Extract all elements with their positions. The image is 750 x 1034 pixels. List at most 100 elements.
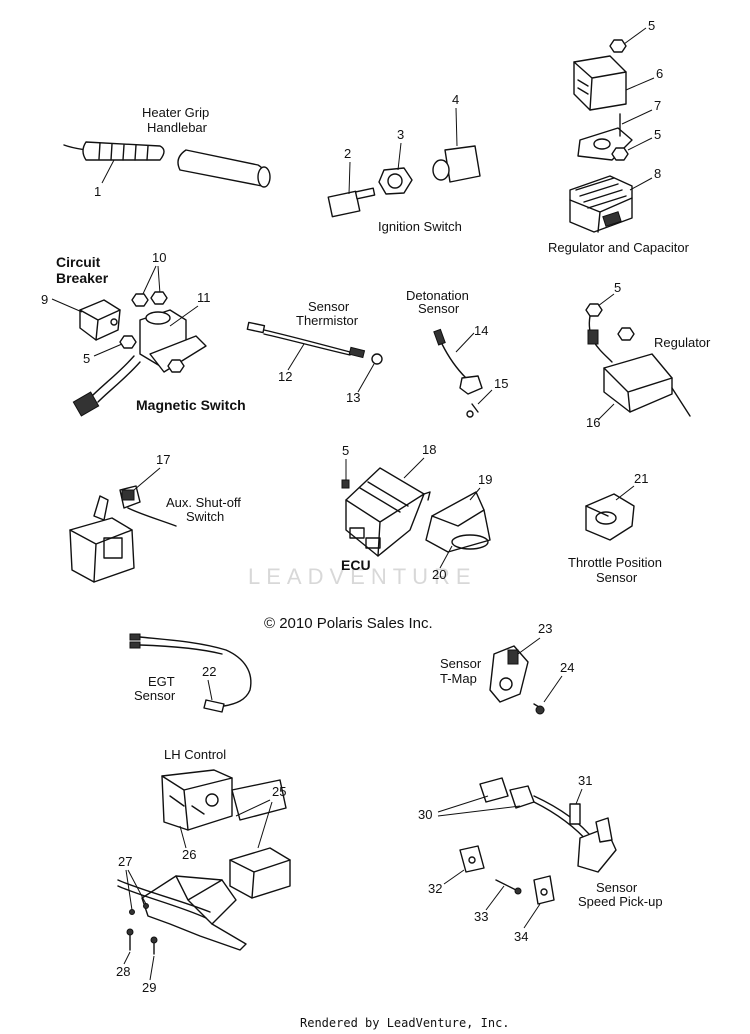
callout-21: 21 [634,471,648,486]
capacitor-part [573,55,627,111]
callout-8: 8 [654,166,661,181]
leader-line [437,795,489,813]
leader-line [397,142,402,171]
tmap-label-1: Sensor [440,656,482,671]
leader-line [597,403,615,421]
leader-line [623,27,647,45]
callout-24: 24 [560,660,574,675]
leader-line [477,389,493,405]
leader-line [625,77,655,91]
callout-5b: 5 [654,127,661,142]
callout-2: 2 [344,146,351,161]
regulator-part [587,315,691,417]
bolt-part [569,803,581,825]
callout-29: 29 [142,980,156,995]
leader-line [123,951,131,965]
lh-control-base-part [117,875,247,951]
screw-part [143,903,149,909]
leader-line [627,137,653,151]
leader-line [439,545,453,569]
clip-part [459,845,485,873]
ignition-switch-body-part [432,145,481,183]
regulator-label: Regulator [654,335,711,350]
leader-line [141,265,157,297]
leader-line [257,801,273,849]
leader-line [543,675,563,703]
callout-11: 11 [197,290,211,305]
detonation-sensor-label-1: Detonation [406,288,469,303]
screw-part [495,879,522,895]
leader-line [133,467,161,491]
magnetic-switch-label: Magnetic Switch [136,397,246,413]
watermark-text: LEADVENTURE [248,564,477,589]
nut-part [150,291,168,305]
voltage-regulator-part [569,175,633,233]
callout-33: 33 [474,909,488,924]
callout-32: 32 [428,881,442,896]
ignition-key-part [327,187,376,218]
leader-line [455,332,475,353]
tmap-sensor-part [489,645,529,703]
callout-17: 17 [156,452,170,467]
callout-5c: 5 [83,351,90,366]
ecu-part [345,467,431,557]
lh-control-housing-part [161,769,287,831]
callout-1: 1 [94,184,101,199]
egt-sensor-part [129,633,252,713]
heater-grip-label-1: Heater Grip [142,105,209,120]
callout-20: 20 [432,567,446,582]
leader-line [437,805,521,817]
callout-10: 10 [152,250,166,265]
callout-23: 23 [538,621,552,636]
bolt-part [466,403,479,418]
callout-19: 19 [478,472,492,487]
heater-grip-part [63,141,271,188]
regulator-capacitor-label: Regulator and Capacitor [548,240,690,255]
leader-line [93,343,123,357]
leader-line [485,885,505,911]
ignition-switch-label: Ignition Switch [378,219,462,234]
circuit-breaker-label-2: Breaker [56,270,109,286]
leader-line [348,161,351,195]
lh-control-switch-part [229,847,291,899]
leader-line [455,107,458,147]
nut-part [617,327,635,341]
leader-line [597,293,615,307]
egt-sensor-label-2: Sensor [134,688,176,703]
callout-30: 30 [418,807,432,822]
sensor-thermistor-label-1: Sensor [308,299,350,314]
callout-34: 34 [514,929,528,944]
screw-part [341,479,350,489]
nut-part [131,293,149,307]
callout-9: 9 [41,292,48,307]
copyright-text: © 2010 Polaris Sales Inc. [264,615,433,632]
ignition-nut-part [378,167,413,195]
callout-31: 31 [578,773,592,788]
callout-26: 26 [182,847,196,862]
throttle-position-sensor-part [585,493,635,541]
callout-28: 28 [116,964,130,979]
nut-part [585,303,603,317]
nut-part [119,335,137,349]
leader-line [469,487,481,501]
callout-5e: 5 [342,443,349,458]
screw-part [150,936,158,955]
callout-7: 7 [654,98,661,113]
leader-line [179,825,187,849]
screw-part [129,909,135,915]
leader-line [629,177,653,191]
leader-line [125,869,133,911]
aux-shutoff-label-2: Switch [186,509,224,524]
callout-13: 13 [346,390,360,405]
leader-line [621,109,653,125]
callout-25: 25 [272,784,286,799]
leader-line [443,869,465,885]
thermistor-part [246,321,366,359]
leader-line [575,788,583,805]
tmap-label-2: T-Map [440,671,477,686]
speed-pickup-label-1: Sensor [596,880,638,895]
speed-pickup-harness-part [479,777,617,873]
screw-part [126,928,134,951]
callout-5: 5 [648,18,655,33]
